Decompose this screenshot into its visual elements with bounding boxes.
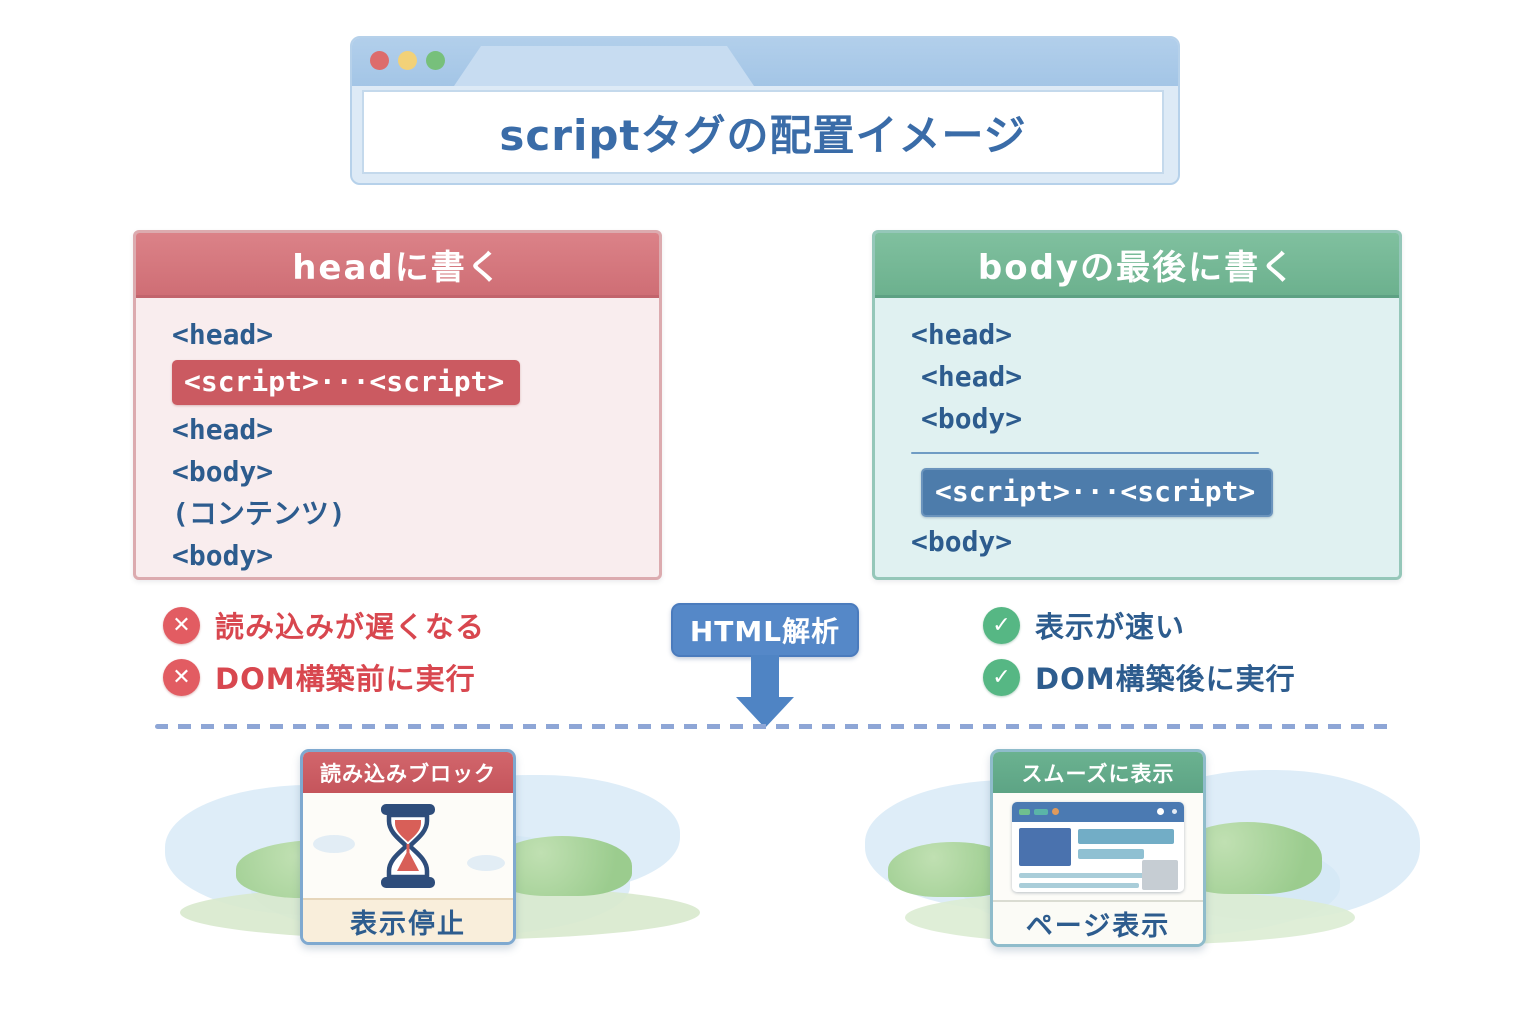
mini-browser-content (1012, 821, 1184, 892)
browser-page-icon (1012, 801, 1184, 892)
dashed-divider-line (155, 724, 1390, 729)
mini-browser-toolbar (1012, 801, 1184, 822)
browser-window-mockup: scriptタグの配置イメージ (350, 36, 1180, 185)
content-gray-block (1142, 859, 1178, 890)
pro-row-fast-display: ✓ 表示が速い (983, 605, 1185, 645)
code-line: <body> (911, 525, 1013, 558)
code-separator (911, 452, 1259, 454)
check-icon: ✓ (983, 606, 1020, 644)
content-hero-block (1019, 827, 1071, 866)
code-line: (コンテンツ) (172, 497, 346, 530)
body-panel-header: bodyの最後に書く (875, 233, 1399, 298)
body-panel-code: <head> <head> <body> <script>···<script>… (875, 298, 1399, 563)
smooth-display-card: スムーズに表示 ページ表示 (990, 749, 1206, 947)
code-line: <head> (911, 318, 1013, 351)
code-line: <body> (921, 402, 1023, 435)
code-line: <head> (921, 360, 1023, 393)
con-row-runs-before-dom: ✕ DOM構築前に実行 (163, 657, 476, 697)
cloud-icon (467, 855, 505, 871)
browser-tab (454, 46, 754, 86)
head-panel-header: headに書く (136, 233, 659, 298)
down-arrow-icon (751, 655, 779, 699)
smooth-display-body (993, 793, 1203, 900)
toolbar-dot-icon (1157, 808, 1164, 815)
toolbar-dot-icon (1052, 808, 1059, 815)
code-line: <head> (172, 318, 274, 351)
code-line: <head> (172, 413, 274, 446)
toolbar-pill-icon (1019, 808, 1030, 815)
cross-icon: ✕ (163, 606, 200, 644)
browser-title-bar (352, 38, 1178, 86)
content-line (1019, 872, 1167, 878)
loading-block-header: 読み込みブロック (303, 752, 513, 793)
down-arrow-head (736, 697, 794, 728)
pro-text: DOM構築後に実行 (1035, 662, 1296, 696)
browser-content-area: scriptタグの配置イメージ (362, 90, 1164, 174)
page-title: scriptタグの配置イメージ (499, 110, 1027, 160)
cross-icon: ✕ (163, 658, 200, 696)
body-placement-panel: bodyの最後に書く <head> <head> <body> <script>… (872, 230, 1402, 580)
html-parse-label: HTML解析 (689, 615, 841, 648)
content-line (1019, 882, 1139, 888)
traffic-light-green-icon (426, 51, 445, 70)
head-panel-code: <head> <script>···<script> <head> <body>… (136, 298, 659, 577)
smooth-display-caption: ページ表示 (993, 900, 1203, 944)
pro-text: 表示が速い (1035, 610, 1186, 644)
pro-row-runs-after-dom: ✓ DOM構築後に実行 (983, 657, 1296, 697)
loading-block-caption: 表示停止 (303, 898, 513, 942)
code-line: <body> (172, 539, 274, 572)
head-placement-panel: headに書く <head> <script>···<script> <head… (133, 230, 662, 580)
check-icon: ✓ (983, 658, 1020, 696)
script-tag-highlight-blue: <script>···<script> (921, 468, 1274, 517)
script-tag-highlight-red: <script>···<script> (172, 360, 521, 405)
loading-block-body (303, 793, 513, 898)
cloud-icon (313, 835, 355, 853)
con-text: DOM構築前に実行 (215, 662, 476, 696)
con-text: 読み込みが遅くなる (215, 610, 486, 644)
code-line: <body> (172, 455, 274, 488)
con-row-slow-loading: ✕ 読み込みが遅くなる (163, 605, 485, 645)
content-bar (1078, 848, 1144, 859)
html-parse-box: HTML解析 (671, 603, 859, 657)
toolbar-pill-icon (1034, 808, 1048, 815)
smooth-display-header: スムーズに表示 (993, 752, 1203, 793)
traffic-light-yellow-icon (398, 51, 417, 70)
loading-block-card: 読み込みブロック 表示停止 (300, 749, 516, 945)
hourglass-icon (381, 803, 435, 888)
traffic-light-red-icon (370, 51, 389, 70)
toolbar-dot-icon (1172, 809, 1177, 814)
content-bar (1078, 828, 1174, 844)
